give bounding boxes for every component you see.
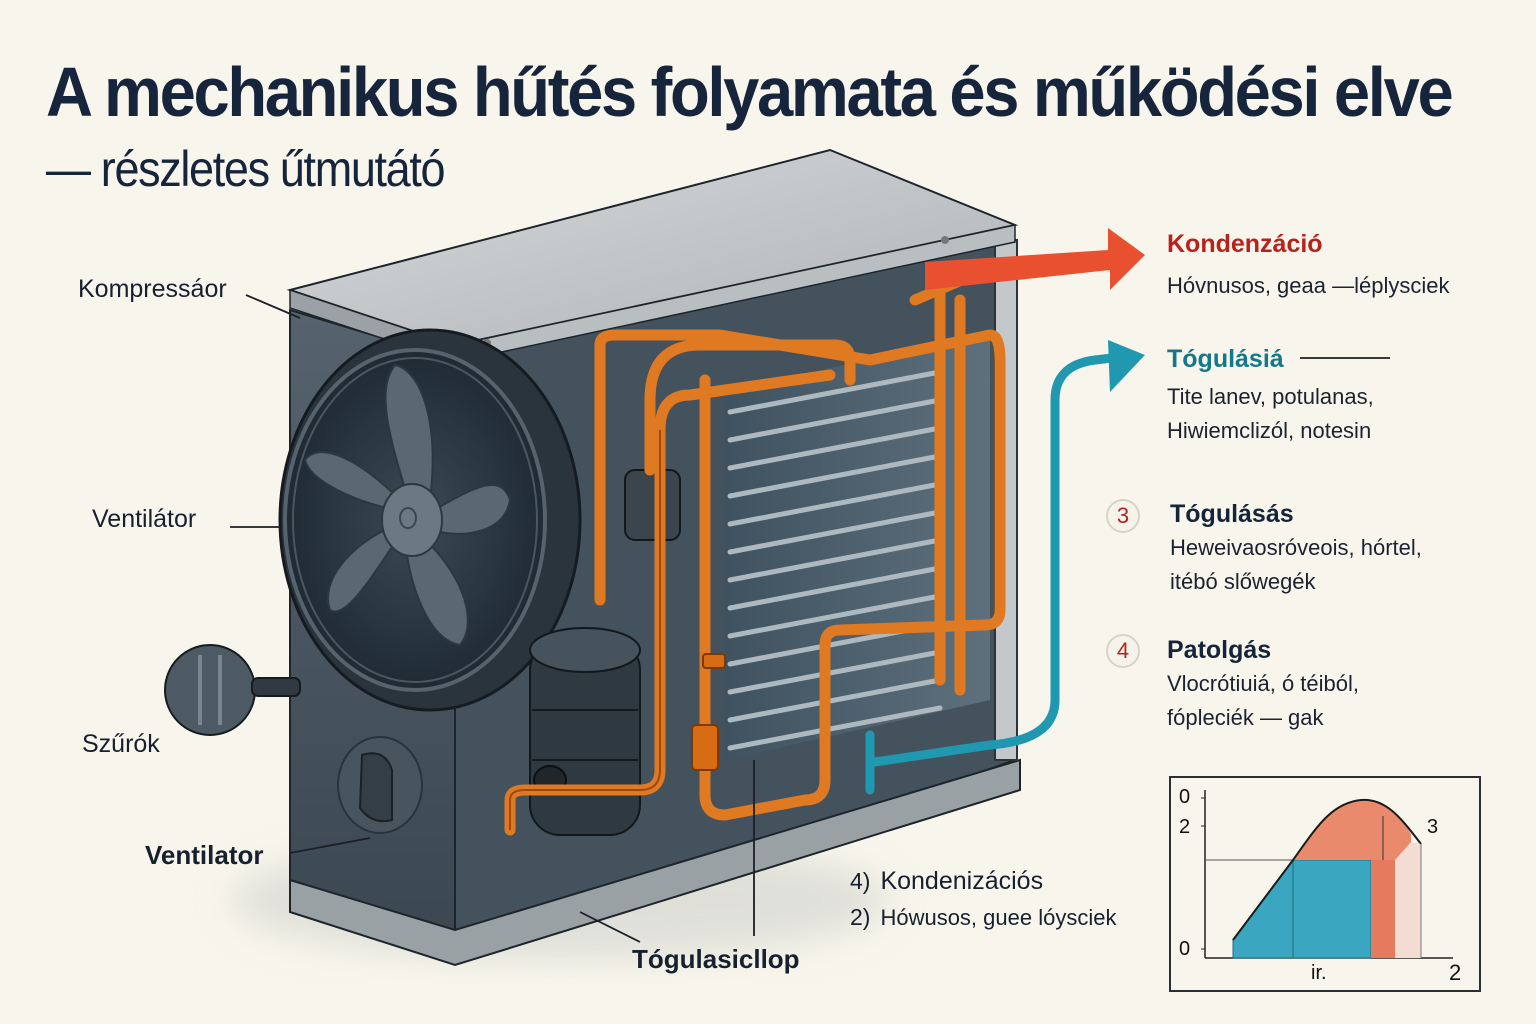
compressor <box>529 627 641 836</box>
fan <box>278 328 582 712</box>
label-togulasicllop: Tógulasicllop <box>632 944 800 974</box>
ph-diagram-chart: 0 2 0 ir. 2 3 <box>1169 776 1481 992</box>
x-tick-label: 2 <box>1449 960 1462 985</box>
right-item-text: fópleciék — gak <box>1167 705 1324 730</box>
right-item-4: Patolgás Vlocrótiuiá, ó téiból, fóplecié… <box>1167 636 1359 735</box>
ventilator-knob <box>337 736 423 834</box>
accumulator <box>624 469 681 541</box>
screw-icon <box>941 236 949 244</box>
label-ventilator: Ventilátor <box>92 505 197 533</box>
right-item-heading: Kondenzáció <box>1167 230 1323 258</box>
page-subtitle: — részletes űtmutátó <box>46 141 446 197</box>
y-tick-label: 2 <box>1179 816 1191 838</box>
right-item-heading: Patolgás <box>1167 636 1272 664</box>
chart-plot <box>1201 790 1453 959</box>
right-item-heading: Tógulásiá <box>1167 345 1284 373</box>
y-tick-label: 0 <box>1179 786 1191 808</box>
right-item-text: Heweivaosróveois, hórtel, <box>1170 535 1422 560</box>
x-axis-label: ir. <box>1311 962 1327 984</box>
filter-knob <box>164 644 301 736</box>
label-ventilator-lower: Ventilator <box>145 840 264 870</box>
bottom-list-item: 4)Kondenizációs <box>850 867 1044 895</box>
cool-refrigerant-line <box>865 353 1117 795</box>
right-item-2: Tógulásiá Tite lanev, potulanas, Hiwiemc… <box>1167 345 1374 448</box>
hot-arrow-icon <box>925 228 1145 290</box>
right-item-text: Hóvnusos, geaa —léplysciek <box>1167 273 1450 298</box>
right-item-text: Tite lanev, potulanas, <box>1167 384 1374 409</box>
right-item-1: Kondenzáció Hóvnusos, geaa —léplysciek <box>1167 230 1449 303</box>
step-badge-4: 4 <box>1106 634 1140 668</box>
condenser-coil <box>725 335 990 760</box>
bottom-list: 4)Kondenizációs 2)Hówusos, guee lóysciek <box>850 863 1116 936</box>
leader-lines <box>230 294 1390 943</box>
right-item-text: itébó slőwegék <box>1170 569 1316 594</box>
y-tick-label: 0 <box>1179 938 1191 960</box>
page-title: A mechanikus hűtés folyamata és működési… <box>46 53 1454 131</box>
bottom-list-item: 2)Hówusos, guee lóysciek <box>850 904 1117 930</box>
right-item-heading: Tógulásás <box>1170 500 1294 528</box>
unit-base <box>289 758 1021 967</box>
right-item-text: Vlocrótiuiá, ó téiból, <box>1167 671 1359 696</box>
label-kompresszor: Kompressáor <box>78 275 227 303</box>
right-item-text: Hiwiemclizól, notesin <box>1167 418 1372 443</box>
cool-arrow-icon <box>1108 340 1145 392</box>
step-badge-3: 3 <box>1106 499 1140 533</box>
label-szurok: Szűrók <box>82 730 160 758</box>
right-item-3: Tógulásás Heweivaosróveois, hórtel, itéb… <box>1170 500 1422 599</box>
chart-annotation: 3 <box>1427 816 1439 838</box>
expansion-valve <box>691 724 719 771</box>
